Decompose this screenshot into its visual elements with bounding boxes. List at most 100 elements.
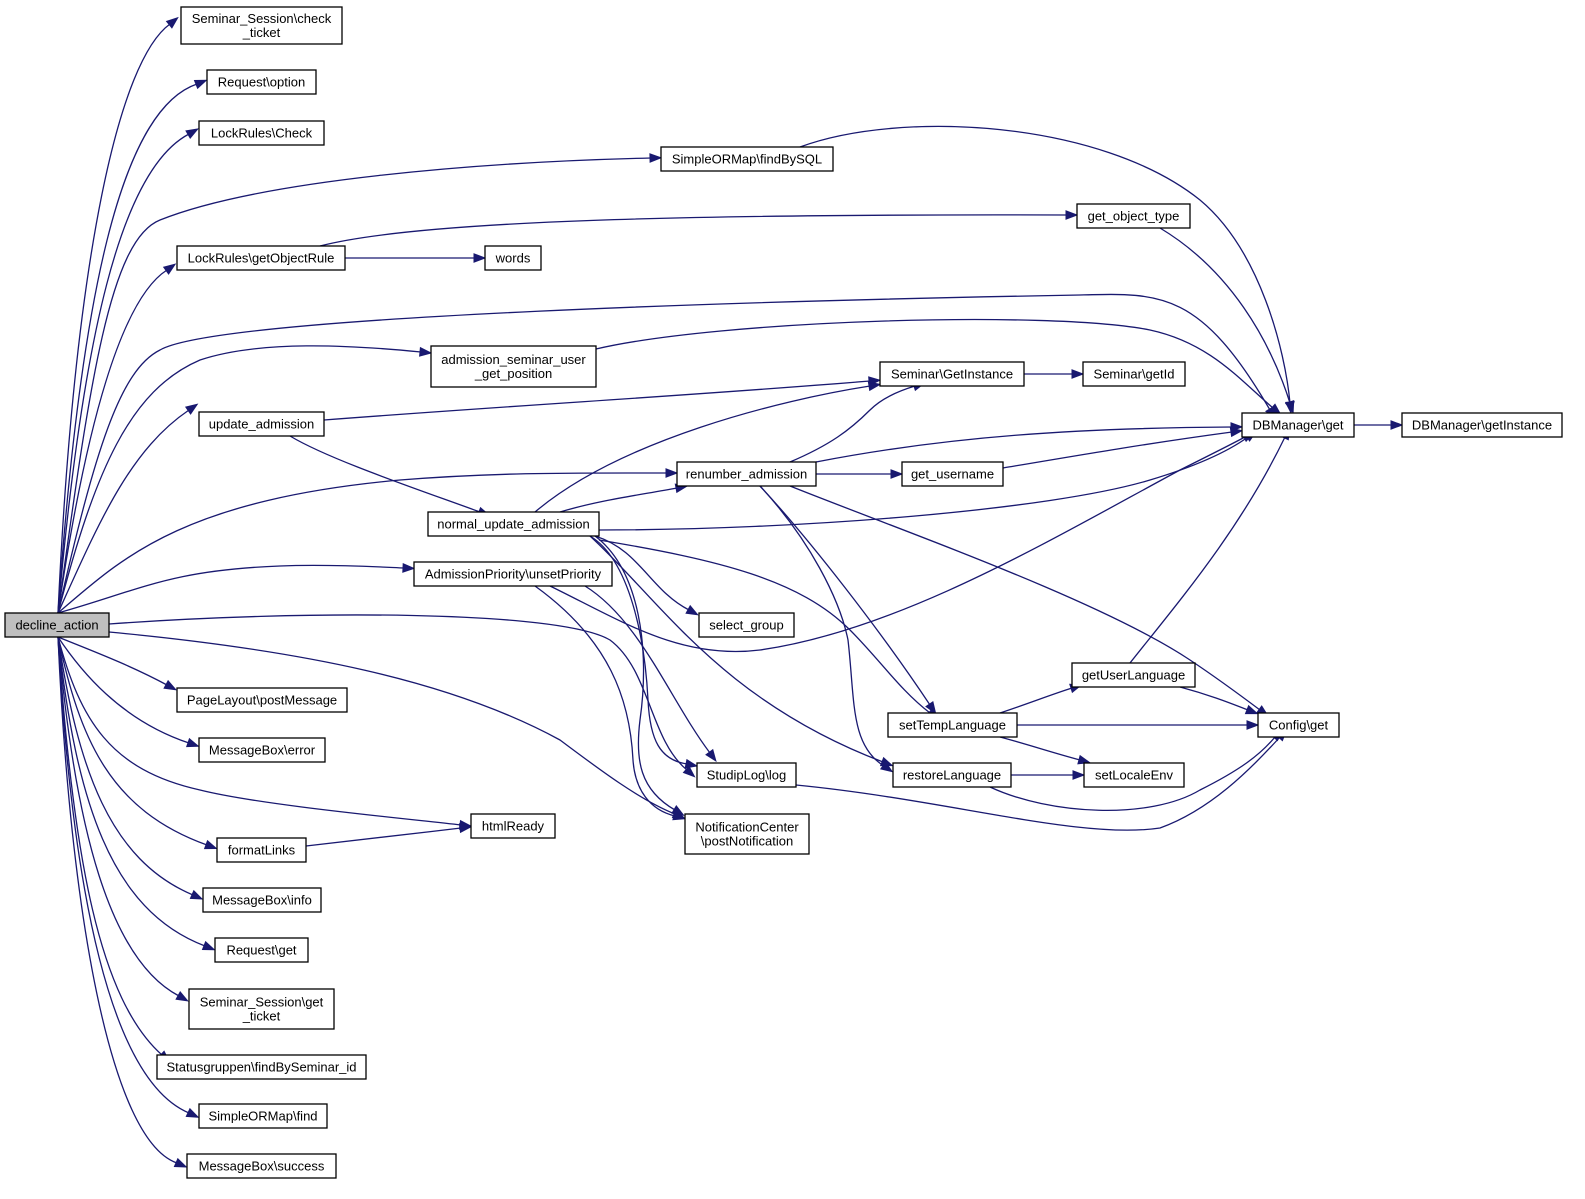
node-label: SimpleORMap\find xyxy=(208,1109,317,1124)
edge-normal-update-admission-to-studiplog-log-line xyxy=(589,535,688,765)
edge-decline-action-to-lockrules-getobjectrule-line xyxy=(57,269,168,614)
node-select-group[interactable]: select_group xyxy=(698,612,795,638)
node-getuserlanguage[interactable]: getUserLanguage xyxy=(1071,662,1196,688)
edge-lockrules-getobjectrule-to-words xyxy=(345,253,487,263)
node-lockrules-getobjectrule[interactable]: LockRules\getObjectRule xyxy=(176,245,346,271)
node-box xyxy=(887,712,1018,738)
edge-get-username-to-dbmanager-get-arrowhead xyxy=(1229,427,1244,438)
edge-decline-action-to-simpleormap-findbysql xyxy=(57,153,663,614)
node-admissionpriority-unsetpriority[interactable]: AdmissionPriority\unsetPriority xyxy=(413,561,613,587)
node-config-get[interactable]: Config\get xyxy=(1257,712,1340,738)
node-words[interactable]: words xyxy=(484,245,542,271)
node-statusgruppen-findbyseminar-id[interactable]: Statusgruppen\findBySeminar_id xyxy=(156,1054,367,1080)
edge-update-admission-to-normal-update-admission-line xyxy=(289,435,481,513)
edge-admissionpriority-unsetpriority-to-studiplog-log-line xyxy=(584,585,711,754)
node-box xyxy=(1401,412,1563,438)
node-messagebox-success[interactable]: MessageBox\success xyxy=(186,1153,337,1179)
node-box xyxy=(660,146,834,172)
node-dbmanager-get[interactable]: DBManager\get xyxy=(1241,412,1355,438)
edge-getuserlanguage-to-dbmanager-get-line xyxy=(1129,436,1286,664)
edge-decline-action-to-request-get-arrowhead xyxy=(201,940,216,951)
edge-decline-action-to-update-admission xyxy=(57,403,199,614)
edge-normal-update-admission-to-restorelanguage-line xyxy=(589,535,884,763)
edge-restorelanguage-to-setlocaleenv-arrowhead xyxy=(1072,770,1086,780)
edge-update-admission-to-seminar-getinstance xyxy=(323,376,882,421)
node-request-option[interactable]: Request\option xyxy=(206,69,317,95)
edge-admissionpriority-unsetpriority-to-notificationcenter-postnotification-arrowhead xyxy=(672,810,686,821)
node-get-username[interactable]: get_username xyxy=(901,461,1004,487)
edge-decline-action-to-lockrules-check xyxy=(57,128,199,614)
edge-normal-update-admission-to-restorelanguage-arrowhead xyxy=(879,756,894,767)
edge-decline-action-to-simpleormap-find xyxy=(57,636,200,1118)
node-box xyxy=(214,937,309,963)
edge-seminar-getinstance-to-seminar-getid-arrowhead xyxy=(1071,369,1085,379)
node-seminar-session-get-ticket[interactable]: Seminar_Session\get_ticket xyxy=(188,988,335,1030)
edge-decline-action-to-htmlready xyxy=(57,636,473,830)
node-simpleormap-find[interactable]: SimpleORMap\find xyxy=(198,1103,328,1129)
node-get-object-type[interactable]: get_object_type xyxy=(1076,203,1191,229)
edges-layer xyxy=(57,16,1404,1168)
node-notificationcenter-postnotification[interactable]: NotificationCenter\postNotification xyxy=(684,813,810,855)
edge-lockrules-getobjectrule-to-get-object-type-line xyxy=(319,214,1068,247)
node-seminar-getid[interactable]: Seminar\getId xyxy=(1082,361,1186,387)
node-label: LockRules\Check xyxy=(211,126,313,141)
edge-normal-update-admission-to-renumber-admission xyxy=(559,483,689,513)
edge-lockrules-getobjectrule-to-words-arrowhead xyxy=(473,253,487,263)
edge-decline-action-to-messagebox-info xyxy=(57,636,204,900)
node-renumber-admission[interactable]: renumber_admission xyxy=(676,461,817,487)
edge-decline-action-to-simpleormap-find-arrowhead xyxy=(185,1107,200,1118)
edge-decline-action-to-simpleormap-findbysql-arrowhead xyxy=(649,153,663,163)
edge-update-admission-to-seminar-getinstance-line xyxy=(323,380,871,421)
edge-getuserlanguage-to-config-get xyxy=(1179,686,1259,715)
edge-decline-action-to-lockrules-check-line xyxy=(57,133,190,614)
edge-decline-action-to-seminar-session-check-ticket-line xyxy=(57,23,171,614)
edge-normal-update-admission-to-select-group-arrowhead xyxy=(685,604,699,616)
edge-decline-action-to-request-option-line xyxy=(57,83,198,614)
node-label: restoreLanguage xyxy=(903,768,1001,783)
node-label: renumber_admission xyxy=(686,467,807,482)
node-label: setTempLanguage xyxy=(899,718,1006,733)
edge-normal-update-admission-to-seminar-getinstance-arrowhead xyxy=(867,381,882,392)
node-settemplanguage[interactable]: setTempLanguage xyxy=(887,712,1018,738)
edge-decline-action-to-simpleormap-find-line xyxy=(57,636,190,1114)
node-formatlinks[interactable]: formatLinks xyxy=(216,837,307,863)
edge-decline-action-to-pagelayout-postmessage-arrowhead xyxy=(163,679,178,691)
edge-restorelanguage-to-setlocaleenv xyxy=(1011,770,1086,780)
node-htmlready[interactable]: htmlReady xyxy=(470,813,556,839)
node-simpleormap-findbysql[interactable]: SimpleORMap\findBySQL xyxy=(660,146,834,172)
node-box xyxy=(684,813,810,855)
edge-admissionpriority-unsetpriority-to-notificationcenter-postnotification xyxy=(534,585,686,821)
node-dbmanager-getinstance[interactable]: DBManager\getInstance xyxy=(1401,412,1563,438)
node-lockrules-check[interactable]: LockRules\Check xyxy=(198,120,325,146)
node-normal-update-admission[interactable]: normal_update_admission xyxy=(427,511,600,537)
edge-decline-action-to-messagebox-success-line xyxy=(57,636,178,1164)
edge-renumber-admission-to-get-username xyxy=(816,469,904,479)
node-label: \postNotification xyxy=(701,834,794,849)
node-restorelanguage[interactable]: restoreLanguage xyxy=(892,762,1012,788)
node-seminar-session-check-ticket[interactable]: Seminar_Session\check_ticket xyxy=(180,6,343,45)
node-setlocaleenv[interactable]: setLocaleEnv xyxy=(1083,762,1185,788)
edge-getuserlanguage-to-config-get-arrowhead xyxy=(1244,704,1259,715)
edge-studiplog-log-to-config-get xyxy=(795,728,1288,831)
node-box xyxy=(484,245,542,271)
node-label: get_username xyxy=(911,467,994,482)
edge-decline-action-to-request-get xyxy=(57,636,216,951)
node-label: select_group xyxy=(709,618,783,633)
node-label: normal_update_admission xyxy=(437,517,589,532)
node-label: htmlReady xyxy=(482,819,545,834)
edge-decline-action-to-renumber-admission-line xyxy=(57,472,668,614)
edge-decline-action-to-admission-seminar-user-get-position xyxy=(57,345,433,614)
node-messagebox-error[interactable]: MessageBox\error xyxy=(198,737,326,763)
node-seminar-getinstance[interactable]: Seminar\GetInstance xyxy=(879,361,1025,387)
edge-normal-update-admission-to-settemplanguage-line xyxy=(598,539,931,714)
edge-decline-action-to-seminar-session-check-ticket-arrowhead xyxy=(165,16,179,29)
node-admission-seminar-user-get-position[interactable]: admission_seminar_user_get_position xyxy=(430,345,597,388)
node-decline-action[interactable]: decline_action xyxy=(4,612,110,638)
edge-decline-action-to-admissionpriority-unsetpriority-arrowhead xyxy=(402,563,416,573)
node-request-get[interactable]: Request\get xyxy=(214,937,309,963)
node-update-admission[interactable]: update_admission xyxy=(198,411,325,437)
node-label: Request\get xyxy=(226,943,296,958)
node-pagelayout-postmessage[interactable]: PageLayout\postMessage xyxy=(176,687,348,713)
node-studiplog-log[interactable]: StudipLog\log xyxy=(696,762,797,788)
node-messagebox-info[interactable]: MessageBox\info xyxy=(202,887,322,913)
